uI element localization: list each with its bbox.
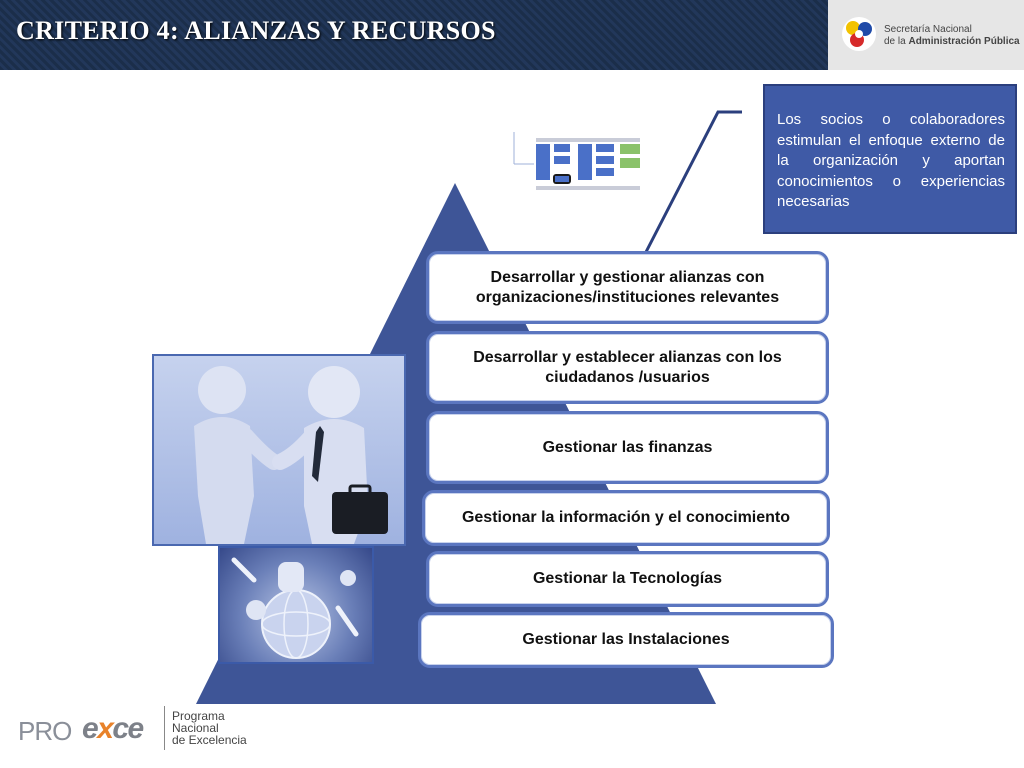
proexce-logo: PRO exce Programa Nacional de Excelencia [18,706,278,752]
header-bar: CRITERIO 4: ALIANZAS Y RECURSOS [0,0,828,70]
logo-divider [164,706,165,750]
page-title: CRITERIO 4: ALIANZAS Y RECURSOS [16,16,496,45]
logo-exce-e: e [82,712,99,745]
logo-exce-text: exce [82,712,144,746]
criterion-box-facilities: Gestionar las Instalaciones [418,612,834,668]
logo-exce-x: x [97,712,114,745]
logo-line2-prefix: de la [884,36,909,47]
criterion-box-information-knowledge: Gestionar la información y el conocimien… [422,490,830,546]
handshake-image [152,354,406,546]
program-line2: Nacional [172,721,219,735]
callout-connector-line [644,110,742,253]
handshake-figures-icon [194,366,388,544]
criterion-box-finances: Gestionar las finanzas [426,411,829,484]
secretaria-logo: Secretaría Nacional de la Administración… [828,0,1024,70]
logo-line2-bold: Administración Pública [908,36,1020,47]
program-name: Programa Nacional de Excelencia [172,710,247,746]
logo-pro-text: PRO [18,716,72,746]
program-line1: Programa [172,709,225,723]
model-diagram-thumbnail [512,130,642,196]
technology-image [218,546,374,664]
logo-line1: Secretaría Nacional [884,24,972,35]
secretaria-emblem-icon [842,17,876,51]
callout-text: Los socios o colaboradores estimulan el … [777,111,1005,210]
callout-box: Los socios o colaboradores estimulan el … [763,84,1017,234]
secretaria-logo-text: Secretaría Nacional de la Administración… [884,24,1020,48]
criterion-box-technologies: Gestionar la Tecnologías [426,551,829,607]
program-line3: de Excelencia [172,733,247,747]
logo-exce-rest: ce [112,712,144,745]
technology-globe-icon [231,557,359,659]
criterion-box-alliances-citizens: Desarrollar y establecer alianzas con lo… [426,331,829,404]
criterion-box-alliances-organizations: Desarrollar y gestionar alianzas con org… [426,251,829,324]
